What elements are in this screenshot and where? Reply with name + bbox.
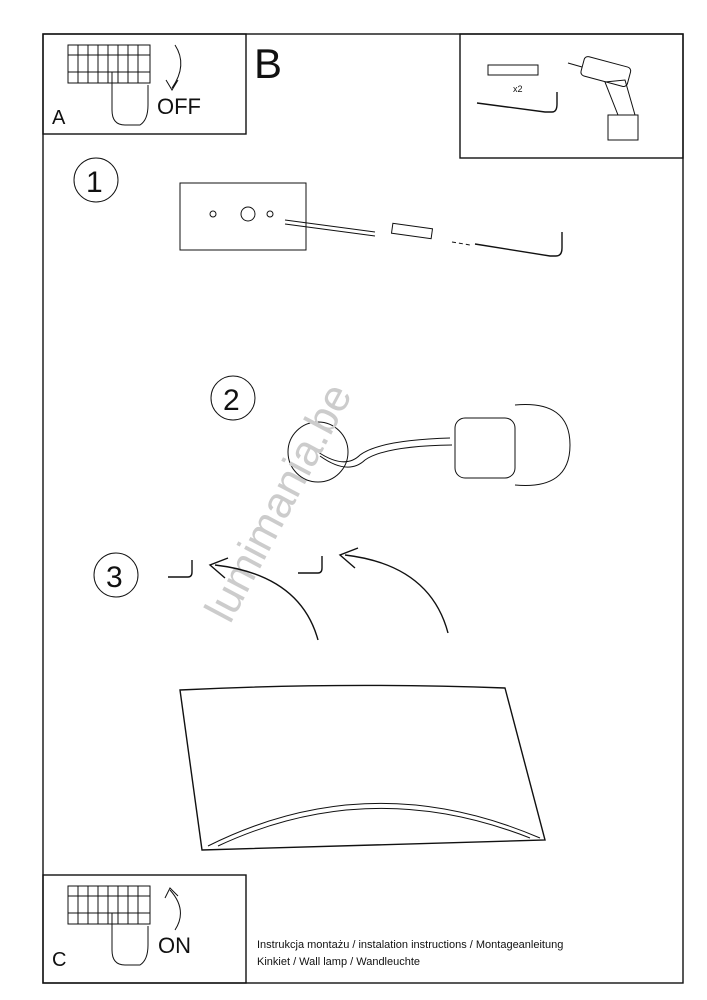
- hook-screw: [474, 232, 563, 257]
- arrow-2-icon: [338, 547, 449, 634]
- footer-line-2: Kinkiet / Wall lamp / Wandleuchte: [257, 956, 420, 968]
- wall-outlet: [287, 421, 349, 483]
- quantity-label: x2: [513, 84, 523, 94]
- mounting-plate: [179, 182, 307, 251]
- hook-2: [298, 556, 323, 574]
- drill-bit: [284, 219, 376, 237]
- footer-line-1: Instrukcja montażu / instalation instruc…: [257, 939, 563, 951]
- box-b-label: B: [254, 40, 282, 87]
- wall-lamp-shade: [179, 684, 546, 851]
- hook-screw-icon: [476, 92, 558, 113]
- arrow-1-icon: [208, 557, 319, 641]
- on-label: ON: [158, 933, 191, 958]
- page-frame: [42, 33, 684, 984]
- step-1: 1: [73, 157, 563, 257]
- tools-box: x2: [459, 33, 684, 159]
- wall-plug-icon: [487, 64, 539, 76]
- arrow-down-icon: [165, 44, 182, 91]
- hook-1: [168, 560, 193, 578]
- step-3: 3: [93, 547, 449, 641]
- box-c-label: C: [52, 949, 66, 971]
- arrow-up-icon: [164, 887, 181, 931]
- step-3-number: 3: [106, 561, 123, 594]
- step-2-number: 2: [223, 384, 240, 417]
- circuit-breaker-icon: [67, 885, 151, 925]
- off-label: OFF: [157, 94, 201, 119]
- box-a-label: A: [52, 107, 66, 129]
- drill-icon: [567, 56, 639, 141]
- step-1-number: 1: [86, 166, 103, 199]
- box-c-power-on: C ON: [42, 874, 247, 984]
- hand-icon: [111, 913, 149, 966]
- step-2: 2: [210, 375, 571, 486]
- wires: [317, 437, 453, 468]
- wall-plug: [390, 222, 434, 240]
- lamp-socket: [454, 417, 516, 479]
- watermark: lumimania.be: [196, 376, 362, 630]
- hand-icon: [111, 72, 149, 126]
- circuit-breaker-icon: [67, 44, 151, 84]
- box-a-power-off: A OFF: [42, 33, 247, 135]
